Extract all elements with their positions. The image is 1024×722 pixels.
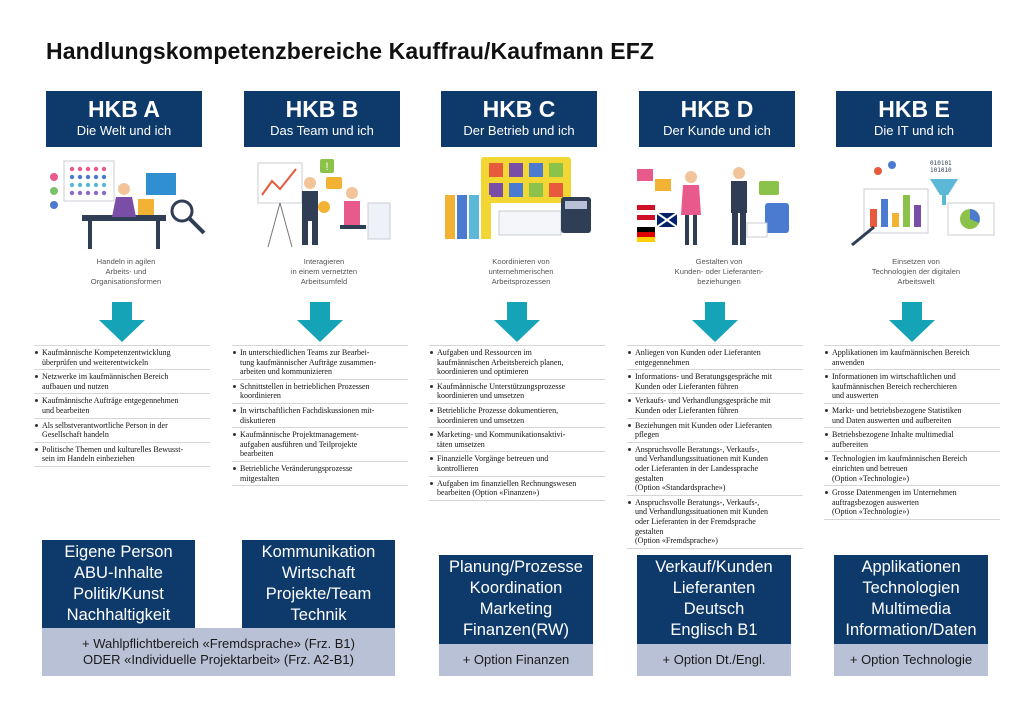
elective-note-line-1: + Wahlpflichtbereich «Fremdsprache» (Frz…: [82, 636, 355, 651]
list-item: Betriebsbezogene Inhalte multimedial auf…: [824, 428, 1000, 453]
elective-note-line-2: ODER «Individuelle Projektarbeit» (Frz. …: [83, 652, 354, 667]
option-note-e: + Option Technologie: [834, 644, 988, 676]
hkb-name: Der Kunde und ich: [663, 123, 771, 138]
option-note-d: + Option Dt./Engl.: [637, 644, 791, 676]
list-item: In unterschiedlichen Teams zur Bearbei- …: [232, 345, 408, 380]
summary-box-c: Planung/Prozesse Koordination Marketing …: [439, 555, 593, 644]
down-arrow-icon: [99, 302, 145, 342]
list-item: Applikationen im kaufmännischen Bereich …: [824, 345, 1000, 371]
down-arrow-icon: [889, 302, 935, 342]
summary-box-e: Applikationen Technologien Multimedia In…: [834, 555, 988, 644]
down-arrow-icon: [494, 302, 540, 342]
hkb-code: HKB E: [878, 96, 950, 122]
list-item: Anliegen von Kunden oder Lieferanten ent…: [627, 345, 803, 371]
hkb-caption: Gestalten von Kunden- oder Lieferanten- …: [674, 257, 764, 286]
list-item: Schnittstellen in betrieblichen Prozesse…: [232, 380, 408, 404]
illustration-d: [637, 167, 789, 245]
list-item: Technologien im kaufmännischen Bereich e…: [824, 452, 1000, 487]
hkb-name: Die IT und ich: [874, 123, 954, 138]
option-note-c: + Option Finanzen: [439, 644, 593, 676]
down-arrow-icon: [692, 302, 738, 342]
hkb-caption: Handeln in agilen Arbeits- und Organisat…: [90, 257, 162, 286]
list-item: Kaufmännische Kompetenzentwicklung überp…: [34, 345, 210, 371]
competence-list: Aufgaben und Ressourcen im kaufmännische…: [429, 345, 605, 501]
list-item: Grosse Datenmengen im Unternehmen auftra…: [824, 486, 1000, 520]
list-item: Informations- und Beratungsgespräche mit…: [627, 370, 803, 395]
svg-text:101010: 101010: [930, 167, 952, 174]
list-item: Informationen im wirtschaftlichen und ka…: [824, 370, 1000, 404]
hkb-caption: Interagieren in einem vernetzten Arbeits…: [290, 257, 358, 286]
summary-box-b: Kommunikation Wirtschaft Projekte/Team T…: [242, 540, 395, 628]
list-item: Betriebliche Prozesse dokumentieren, koo…: [429, 404, 605, 429]
list-item: Anspruchsvolle Beratungs-, Verkaufs-, un…: [627, 443, 803, 496]
list-item: Kaufmännische Unterstützungsprozesse koo…: [429, 380, 605, 404]
list-item: Als selbstverantwortliche Person in der …: [34, 419, 210, 443]
list-item: Verkaufs- und Verhandlungsgespräche mit …: [627, 394, 803, 419]
hkb-name: Die Welt und ich: [76, 123, 172, 138]
competence-list: Anliegen von Kunden oder Lieferanten ent…: [627, 345, 803, 549]
hkb-code: HKB A: [88, 96, 160, 122]
svg-text:010101: 010101: [930, 160, 952, 167]
competence-list: In unterschiedlichen Teams zur Bearbei- …: [232, 345, 408, 487]
list-item: Betriebliche Veränderungsprozesse mitges…: [232, 462, 408, 487]
hkb-name: Das Team und ich: [270, 123, 374, 138]
list-item: Anspruchsvolle Beratungs-, Verkaufs-, un…: [627, 496, 803, 549]
list-item: Marketing- und Kommunikationsaktivi- tät…: [429, 428, 605, 453]
list-item: Aufgaben und Ressourcen im kaufmännische…: [429, 345, 605, 380]
list-item: Politische Themen und kulturelles Bewuss…: [34, 443, 210, 467]
svg-text:!: !: [325, 161, 328, 173]
list-item: Netzwerke im kaufmännischen Bereich aufb…: [34, 370, 210, 395]
illustration-c: [445, 157, 591, 239]
illustration-a: [50, 160, 206, 249]
page-title: Handlungskompetenzbereiche Kauffrau/Kauf…: [46, 38, 654, 64]
list-item: Beziehungen mit Kunden oder Lieferanten …: [627, 419, 803, 443]
summary-box-a: Eigene Person ABU-Inhalte Politik/Kunst …: [42, 540, 195, 628]
hkb-code: HKB C: [482, 96, 556, 122]
summary-box-d: Verkauf/Kunden Lieferanten Deutsch Engli…: [637, 555, 791, 644]
hkb-code: HKB B: [285, 96, 359, 122]
list-item: Kaufmännische Aufträge entgegennehmen un…: [34, 394, 210, 419]
list-item: In wirtschaftlichen Fachdiskussionen mit…: [232, 404, 408, 429]
elective-note-ab: + Wahlpflichtbereich «Fremdsprache» (Frz…: [42, 628, 395, 676]
list-item: Aufgaben im finanziellen Rechnungswesen …: [429, 477, 605, 501]
competence-list: Applikationen im kaufmännischen Bereich …: [824, 345, 1000, 520]
list-item: Markt- und betriebsbezogene Statistiken …: [824, 404, 1000, 429]
down-arrow-icon: [297, 302, 343, 342]
competence-list: Kaufmännische Kompetenzentwicklung überp…: [34, 345, 210, 467]
hkb-caption: Koordinieren von unternehmerischen Arbei…: [488, 257, 554, 286]
list-item: Finanzielle Vorgänge betreuen und kontro…: [429, 452, 605, 477]
hkb-name: Der Betrieb und ich: [463, 123, 575, 138]
illustration-b: !: [257, 159, 391, 248]
hkb-caption: Einsetzen von Technologien der digitalen…: [871, 257, 961, 286]
list-item: Kaufmännische Projektmanagement- aufgabe…: [232, 428, 408, 462]
hkb-code: HKB D: [680, 96, 754, 122]
